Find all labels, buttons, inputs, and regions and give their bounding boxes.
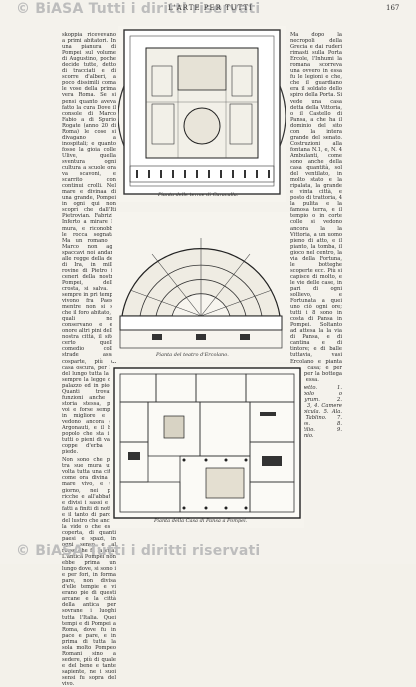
figure-baths-plan: Pianta delle terme di Caracalla. [118, 26, 286, 202]
figure-theatre-plan: Pianta del teatro d'Ercolano. [112, 212, 290, 362]
left-text-column: skoppia ricevevano a primi abitatori. In… [62, 32, 116, 687]
figure-caption-theatre: Pianta del teatro d'Ercolano. [156, 352, 229, 358]
figure-house-plan: Pianta della Casa di Pansa a Pompei. [110, 364, 304, 528]
baths-plan-drawing [118, 29, 286, 195]
left-column-paragraph: skoppia ricevevano a primi abitatori. In… [62, 32, 116, 456]
house-plan-drawing [113, 367, 301, 519]
watermark-bottom: © BiASA Tutti i diritti riservati [16, 543, 261, 559]
right-text-column: Ma dopo la necropoli della Grecia e dai … [290, 32, 342, 439]
running-header: L'ARTE PER TUTTI [168, 4, 253, 12]
figure-caption-baths: Pianta delle terme di Caracalla. [158, 192, 239, 198]
scanned-page: © BiASA Tutti i diritti riservati L'ARTE… [16, 1, 400, 687]
page-number: 167 [386, 4, 400, 12]
watermark-top: © BiASA Tutti i diritti riservati [16, 1, 261, 17]
right-column-paragraph: Ma dopo la necropoli della Grecia e dai … [290, 32, 342, 383]
theatre-plan-drawing [119, 238, 283, 349]
figure-caption-house: Pianta della Casa di Pansa a Pompei. [154, 518, 248, 524]
left-column-continuation: Non sono che pur tra sue mura una volta … [62, 457, 116, 687]
